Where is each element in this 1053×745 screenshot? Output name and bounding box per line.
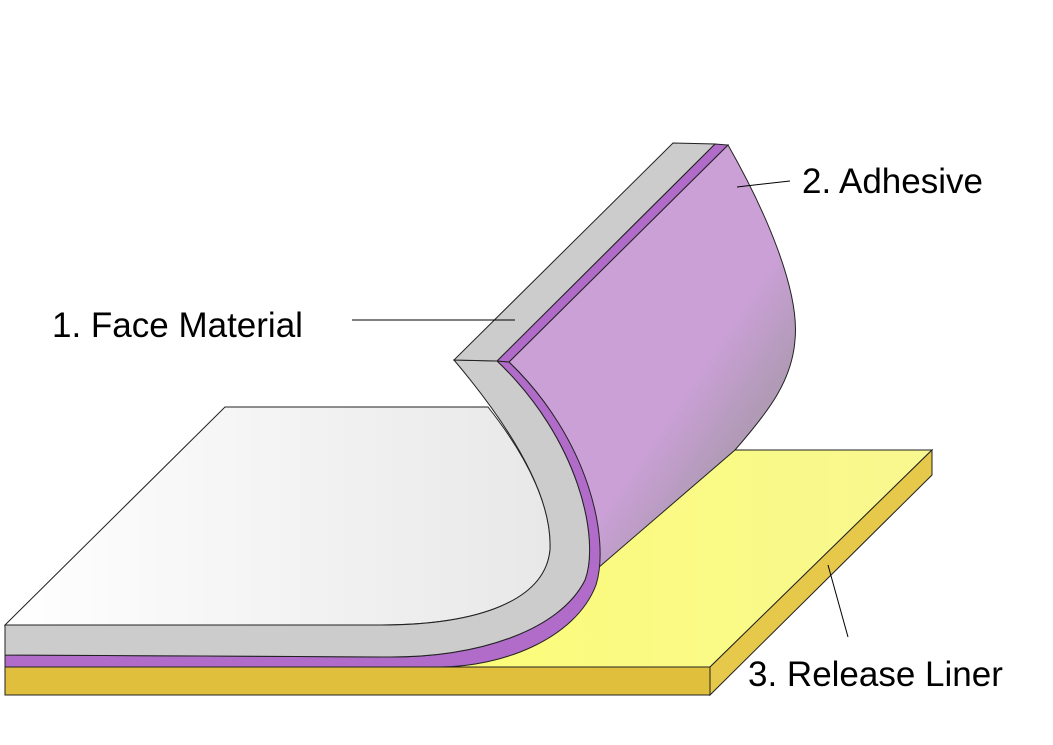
release-liner-label: 3. Release Liner bbox=[748, 655, 1003, 694]
release-liner-leader bbox=[827, 564, 849, 638]
face-material-top bbox=[3, 406, 551, 626]
face-material-top-edge bbox=[452, 142, 717, 362]
adhesive-leader bbox=[736, 180, 791, 188]
face-material-edge bbox=[4, 359, 591, 658]
release-liner-side bbox=[709, 448, 933, 697]
release-liner-front bbox=[4, 666, 711, 696]
adhesive-label: 2. Adhesive bbox=[802, 162, 983, 201]
face-material-label: 1. Face Material bbox=[52, 306, 303, 345]
